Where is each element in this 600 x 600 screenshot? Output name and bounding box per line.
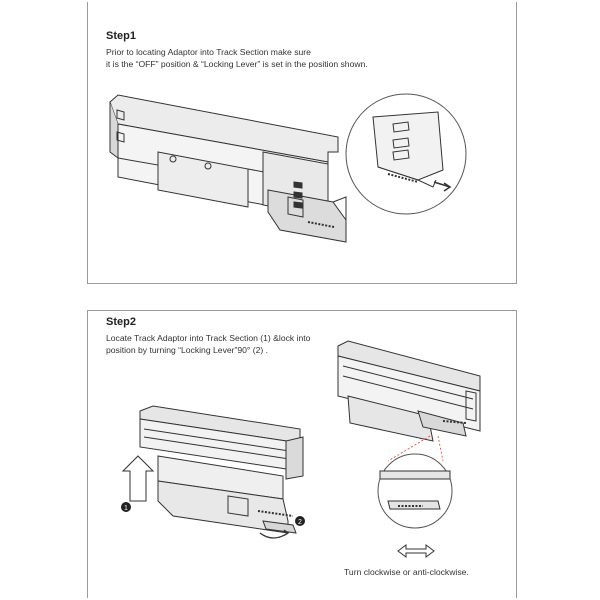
step1-illustration [109, 93, 467, 243]
zoom-detail-circle [345, 93, 467, 215]
svg-text:1: 1 [124, 505, 128, 512]
step2-illustration: 1 2 [121, 340, 481, 558]
adaptor-body [109, 94, 347, 243]
lever-zoom-circle [377, 453, 453, 529]
step2-panel: Step2 Locate Track Adaptor into Track Se… [87, 310, 517, 598]
step1-instruction-line2: it is the “OFF” position & “Locking Leve… [106, 59, 368, 69]
two-way-arrow-icon [397, 544, 435, 558]
step2-title: Step2 [106, 316, 136, 328]
installed-adaptor [337, 340, 481, 442]
step2-instruction-line1: Locate Track Adaptor into Track Section … [106, 333, 311, 343]
step2-instruction-line2: position by turning “Locking Lever”90° (… [106, 345, 269, 355]
rotate-arrow-icon [259, 529, 290, 539]
track-section [139, 405, 304, 480]
step1-instruction-line1: Prior to locating Adaptor into Track Sec… [106, 47, 311, 57]
step1-panel: Step1 Prior to locating Adaptor into Tra… [87, 2, 517, 284]
marker-1: 1 [121, 502, 131, 512]
marker-2: 2 [295, 516, 305, 526]
zoom-leader-lines [387, 435, 444, 462]
step2-caption: Turn clockwise or anti-clockwise. [344, 567, 469, 577]
step1-title: Step1 [106, 30, 136, 42]
up-arrow-icon [121, 455, 155, 502]
svg-text:2: 2 [298, 519, 302, 526]
